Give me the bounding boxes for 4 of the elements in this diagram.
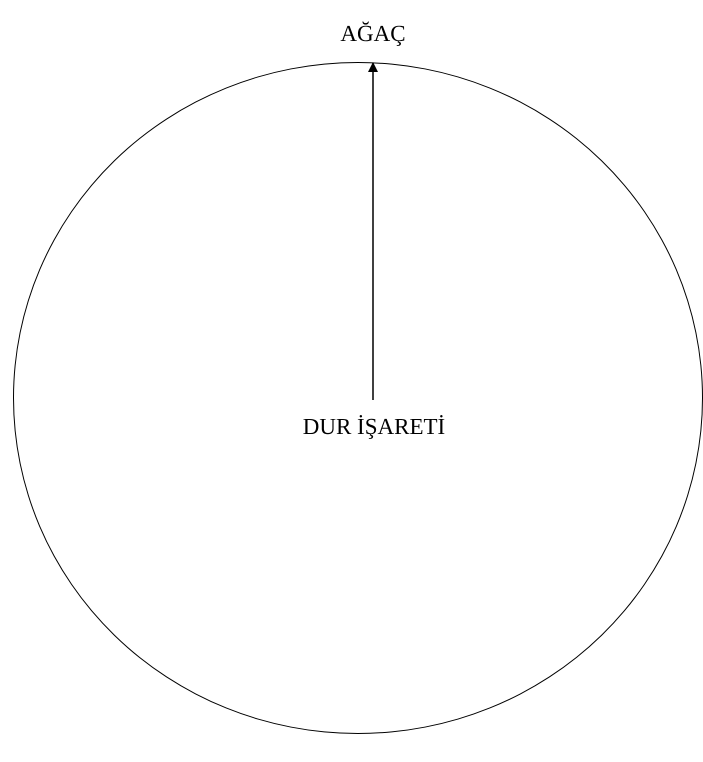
circle-outline xyxy=(13,62,703,734)
stop-sign-label: DUR İŞARETİ xyxy=(294,413,454,471)
tree-label: AĞAÇ xyxy=(322,20,424,50)
arrow xyxy=(368,62,378,400)
